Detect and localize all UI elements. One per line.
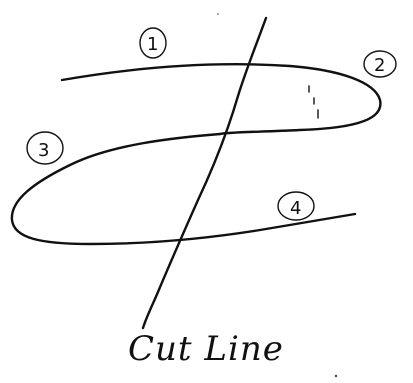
label-4-group: 4	[277, 191, 315, 221]
label-3: 3	[38, 140, 49, 161]
label-4-circle	[277, 191, 315, 221]
label-1-group: 1	[139, 27, 167, 59]
label-1-circle	[139, 27, 167, 59]
lower-contour-path	[10, 132, 357, 246]
label-4: 4	[290, 198, 301, 219]
cut-line-path	[141, 16, 268, 330]
speck	[217, 13, 219, 15]
label-2-circle	[363, 50, 397, 78]
dashed-mark	[308, 85, 319, 119]
label-2-group: 2	[363, 50, 397, 78]
upper-contour-path	[60, 63, 382, 136]
label-3-group: 3	[26, 131, 64, 165]
speck	[334, 374, 338, 378]
label-1: 1	[147, 34, 158, 55]
label-2: 2	[374, 55, 385, 76]
label-3-circle	[26, 131, 64, 165]
cut-line-caption: Cut Line	[128, 329, 284, 369]
